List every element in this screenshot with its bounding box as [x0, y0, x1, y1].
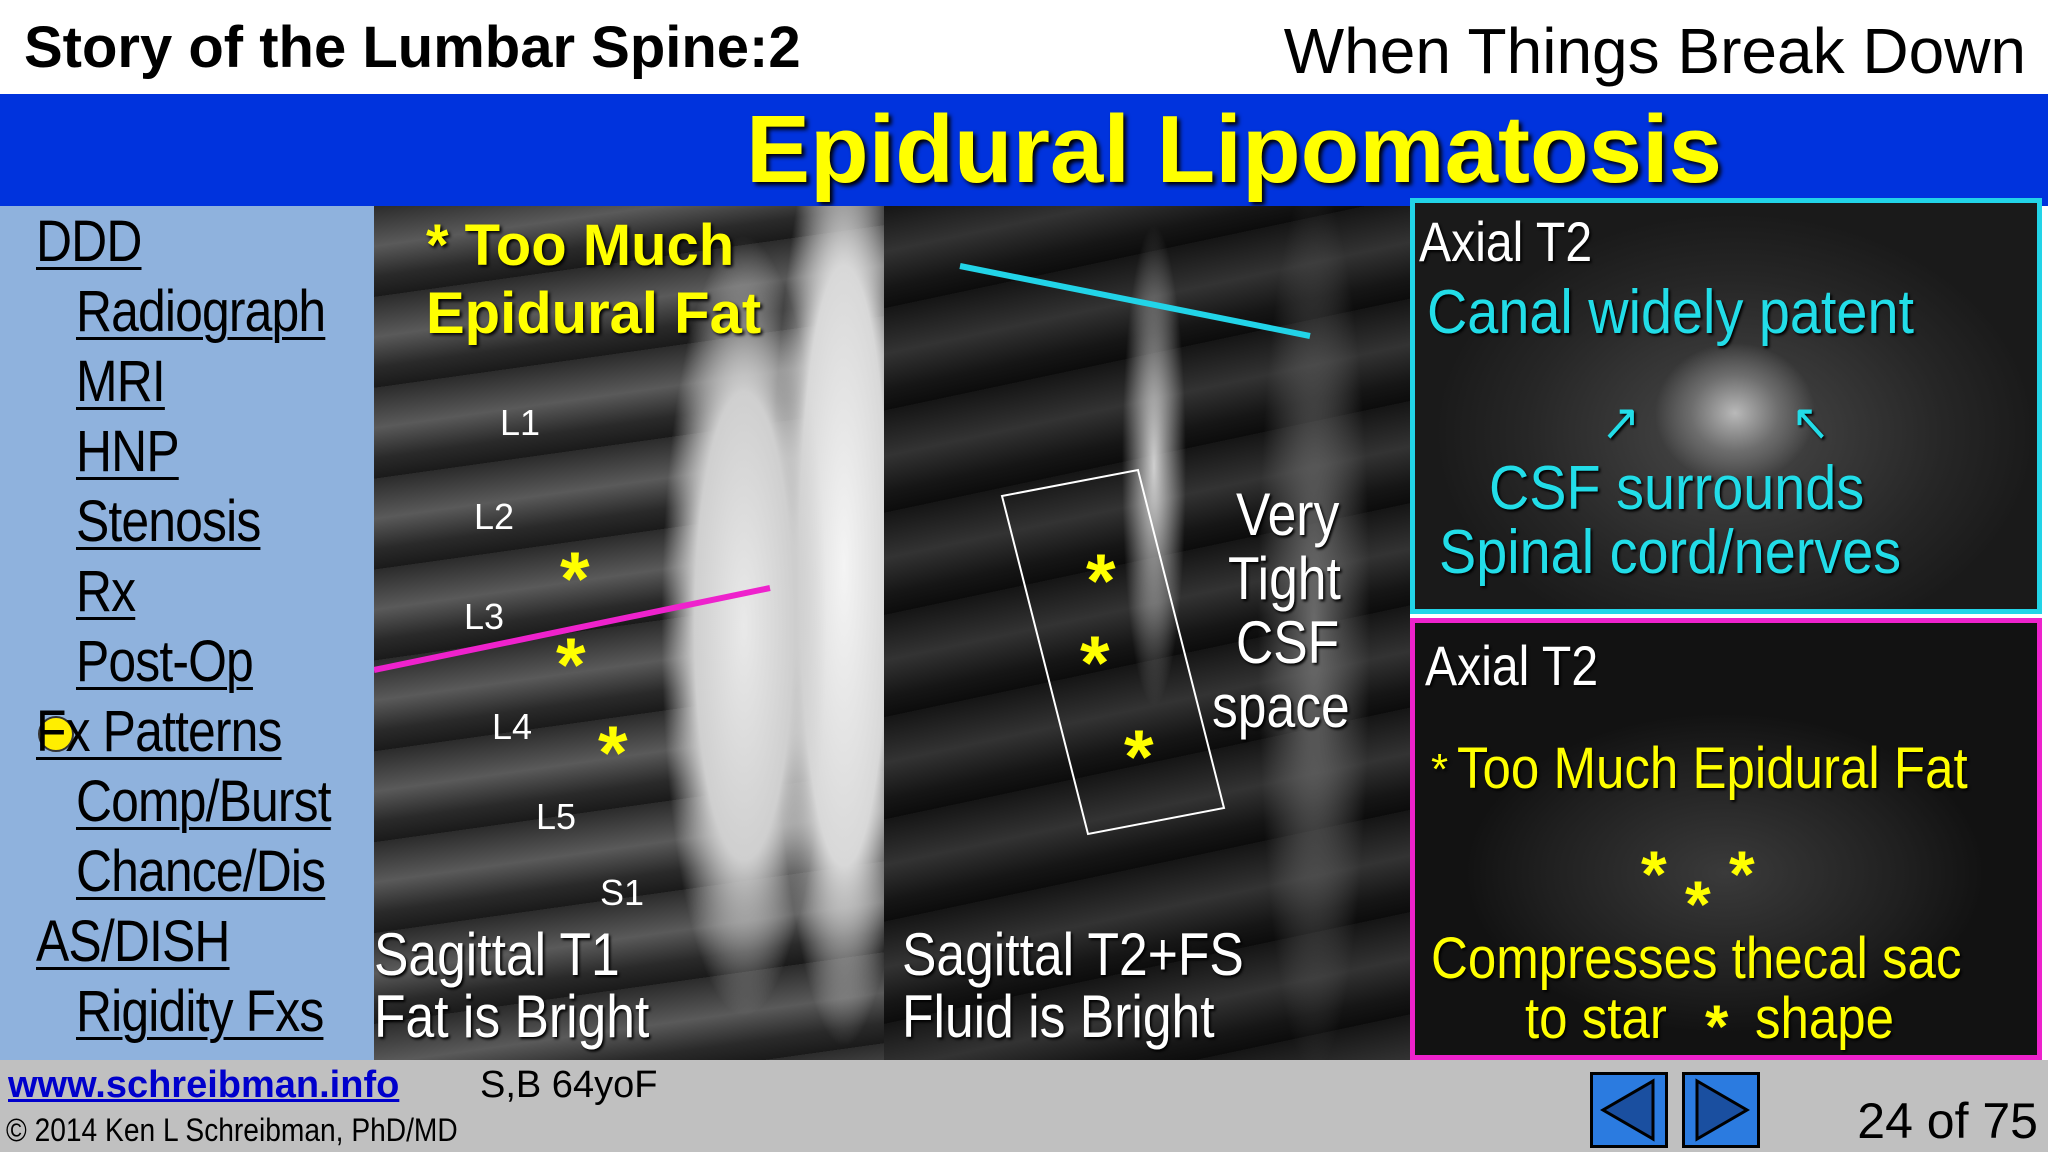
fat-star-marker: * [1705, 993, 1729, 1060]
t1-annotation-line1: * Too Much [426, 213, 735, 278]
sidebar-item-ddd[interactable]: DDD [36, 209, 142, 274]
level-label-s1: S1 [600, 872, 645, 913]
sidebar-item-post-op[interactable]: Post-Op [76, 629, 254, 694]
axial-top-label: Axial T2 [1419, 210, 1593, 273]
t2-level-line [959, 263, 1311, 836]
previous-slide-icon [1600, 1078, 1655, 1142]
level-label-l2: L2 [474, 496, 515, 537]
fat-star-marker: * [1641, 837, 1667, 911]
axial-bottom-line1: Too Much Epidural Fat [1457, 736, 1968, 801]
axial-t2-normal-panel: Axial T2 Canal widely patent ↗ ↖ CSF sur… [1410, 198, 2042, 614]
level-label-l1: L1 [500, 402, 541, 443]
fat-star-marker: * [1729, 837, 1755, 911]
next-slide-icon [1695, 1078, 1750, 1142]
t1-caption-line1: Sagittal T1 [374, 921, 620, 988]
sidebar-item-rx[interactable]: Rx [76, 559, 136, 624]
previous-slide-button[interactable] [1590, 1072, 1668, 1148]
sagittal-t1-image: * Too Much Epidural Fat L1 L2 L3 L4 L5 S… [374, 206, 884, 1060]
fat-star-marker: * [1080, 621, 1110, 706]
t2-caption-line2: Fluid is Bright [902, 983, 1215, 1050]
sidebar-item-fx-patterns[interactable]: Fx Patterns [36, 699, 282, 764]
next-slide-button[interactable] [1682, 1072, 1760, 1148]
sidebar-item-radiograph[interactable]: Radiograph [76, 279, 326, 344]
t1-annotation-line2: Epidural Fat [426, 281, 762, 346]
csf-note-line2: Tight [1228, 545, 1341, 612]
t1-level-line [374, 585, 771, 673]
title-band: Epidural Lipomatosis [0, 94, 2048, 206]
sidebar-item-rigidity-fxs[interactable]: Rigidity Fxs [76, 979, 324, 1044]
arrow-up-left-icon: ↖ [1791, 394, 1831, 452]
case-id: S,B 64yoF [480, 1064, 658, 1106]
axial-top-line1: Canal widely patent [1427, 278, 1914, 347]
fat-star-marker: * [1086, 539, 1116, 624]
fat-star-marker: * [1124, 715, 1154, 800]
sidebar-item-hnp[interactable]: HNP [76, 419, 180, 484]
axial-bottom-line2: Compresses thecal sac [1431, 926, 1962, 991]
axial-bottom-label: Axial T2 [1425, 634, 1599, 697]
sidebar-nav: DDD Radiograph MRI HNP Stenosis Rx Post-… [0, 206, 374, 1060]
axial-top-line3: Spinal cord/nerves [1439, 518, 1902, 587]
csf-note-line1: Very [1236, 481, 1340, 548]
level-label-l5: L5 [536, 796, 577, 837]
csf-note-line4: space [1212, 673, 1350, 740]
slide-title: Epidural Lipomatosis [745, 96, 1723, 203]
t1-caption-line2: Fat is Bright [374, 983, 650, 1050]
sagittal-t2-image: * * * Very Tight CSF space Sagittal T2+F… [884, 206, 1410, 1060]
active-item-bullet-icon [38, 716, 74, 752]
level-label-l4: L4 [492, 706, 533, 747]
section-title: Story of the Lumbar Spine:2 [24, 15, 801, 80]
fat-star-marker: * [1431, 745, 1449, 794]
copyright: © 2014 Ken L Schreibman, PhD/MD [6, 1112, 458, 1148]
sidebar-item-mri[interactable]: MRI [76, 349, 166, 414]
sidebar-item-comp-burst[interactable]: Comp/Burst [76, 769, 332, 834]
level-label-l3: L3 [464, 596, 505, 637]
fat-star-marker: * [1685, 867, 1711, 941]
axial-bottom-line3b: shape [1755, 986, 1895, 1051]
page-indicator: 24 of 75 [1857, 1093, 2038, 1149]
sidebar-item-as-dish[interactable]: AS/DISH [36, 909, 230, 974]
t2-caption-line1: Sagittal T2+FS [902, 921, 1244, 988]
sidebar-item-chance-dis[interactable]: Chance/Dis [76, 839, 326, 904]
axial-top-line2: CSF surrounds [1489, 454, 1865, 523]
axial-t2-lipomatosis-panel: Axial T2 * Too Much Epidural Fat * * * C… [1410, 618, 2042, 1060]
csf-note-line3: CSF [1236, 609, 1340, 676]
sidebar-item-stenosis[interactable]: Stenosis [76, 489, 261, 554]
axial-bottom-line3a: to star [1525, 986, 1667, 1051]
fat-star-marker: * [556, 623, 586, 708]
fat-star-marker: * [560, 537, 590, 622]
arrow-up-right-icon: ↗ [1601, 394, 1641, 452]
website-link[interactable]: www.schreibman.info [8, 1064, 400, 1106]
fat-star-marker: * [598, 711, 628, 796]
chapter-subtitle: When Things Break Down [1283, 15, 2026, 87]
